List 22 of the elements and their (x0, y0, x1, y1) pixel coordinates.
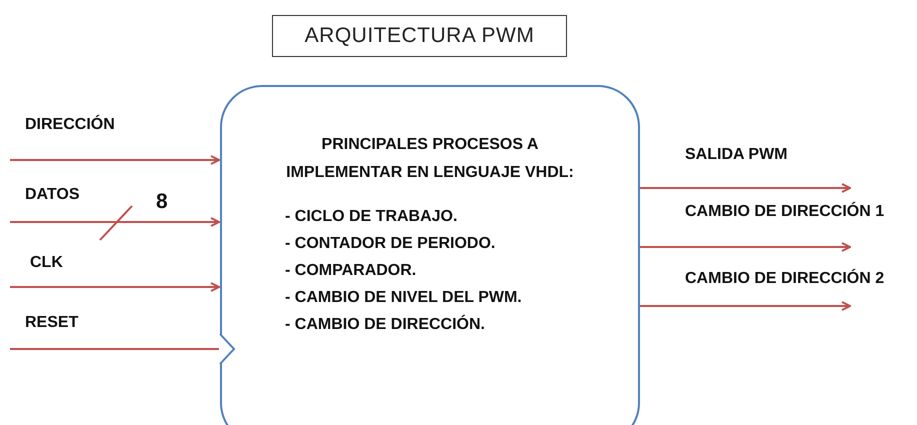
signal-label: DATOS (25, 186, 80, 204)
signal-label: RESET (25, 314, 78, 332)
arrow (10, 155, 220, 165)
process-item: - COMPARADOR. (285, 262, 416, 280)
process-box (220, 85, 640, 425)
signal-label: CLK (30, 254, 63, 272)
signal-label: SALIDA PWM (685, 146, 788, 164)
arrow (10, 217, 220, 227)
signal-label: CAMBIO DE DIRECCIÓN 2 (685, 270, 884, 288)
arrow (640, 301, 851, 311)
process-item: - CONTADOR DE PERIODO. (285, 235, 496, 253)
arrow (640, 183, 851, 193)
signal-label: CAMBIO DE DIRECCIÓN 1 (685, 203, 884, 221)
process-item: - CAMBIO DE DIRECCIÓN. (285, 316, 485, 334)
arrow (640, 242, 851, 252)
process-item: - CICLO DE TRABAJO. (285, 208, 458, 226)
signal-label: DIRECCIÓN (25, 116, 115, 134)
title-box: ARQUITECTURA PWM (272, 15, 567, 57)
process-item: - CAMBIO DE NIVEL DEL PWM. (285, 289, 522, 307)
bus-width-label: 8 (156, 190, 168, 214)
arrow (10, 282, 220, 292)
box-heading: PRINCIPALES PROCESOS A IMPLEMENTAR EN LENGUAJE VHDL: (285, 135, 575, 183)
